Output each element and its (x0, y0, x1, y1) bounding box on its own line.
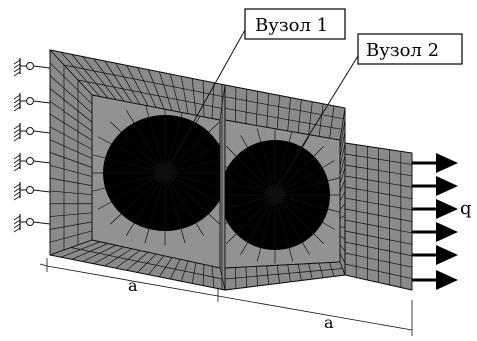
node2-label-box (357, 33, 463, 65)
dimension-label-left: a (128, 276, 138, 295)
leader-lines (164, 29, 359, 196)
dimension-lines (39, 258, 413, 336)
node2-label: Вузол 2 (366, 40, 439, 61)
node1-label-box (244, 8, 346, 40)
dimension-label-right: a (324, 313, 334, 332)
mesh-lines (49, 49, 413, 291)
load-label: q (460, 198, 472, 219)
fixed-support-icon (13, 58, 51, 233)
load-arrow-icon (412, 153, 458, 290)
node2-radial-mesh (225, 126, 340, 264)
node1-label: Вузол 1 (255, 15, 328, 36)
